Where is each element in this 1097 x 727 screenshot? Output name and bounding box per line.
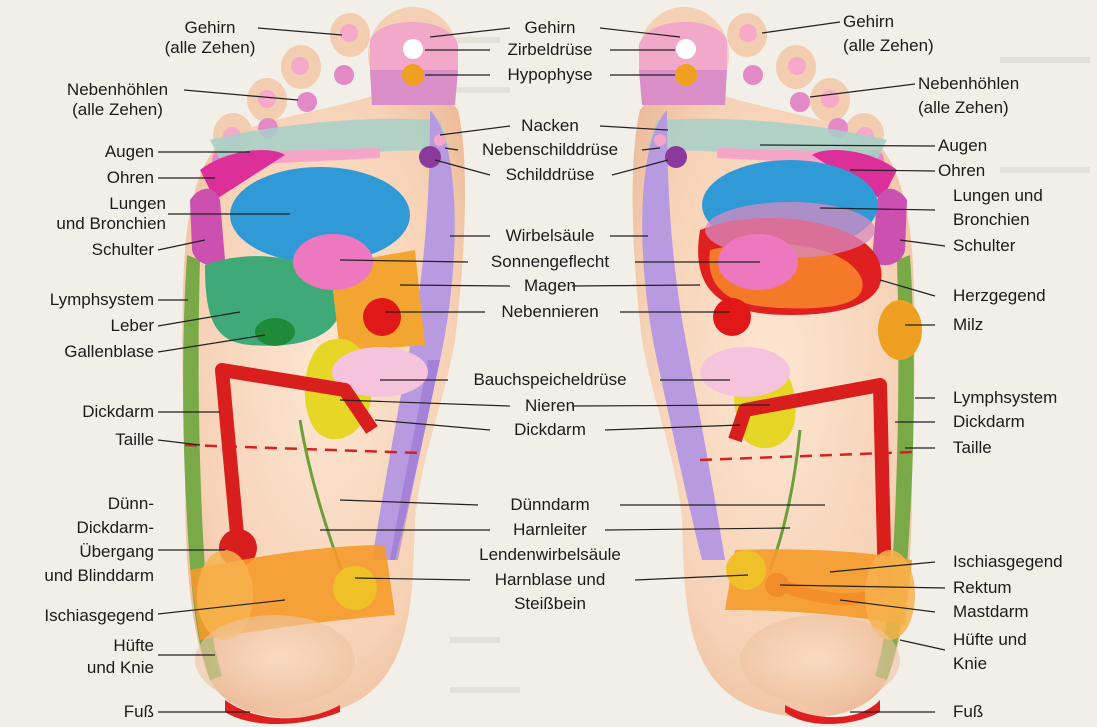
label-sciatic-left: Ischiasgegend	[0, 606, 154, 626]
label-small-intestine-center: Dünndarm	[475, 495, 625, 515]
label-ears-left: Ohren	[40, 168, 154, 188]
label-lumbar-spine-center: Lendenwirbelsäule	[445, 545, 655, 565]
label-gallbladder-left: Gallenblase	[20, 342, 154, 362]
label-spleen-right: Milz	[953, 315, 1053, 335]
label-ears-right: Ohren	[938, 161, 1058, 181]
label-heart-right: Herzgegend	[953, 286, 1093, 306]
label-neck-center: Nacken	[480, 116, 620, 136]
label-pineal-center: Zirbeldrüse	[480, 40, 620, 60]
label-solar-plexus-center: Sonnengeflecht	[460, 252, 640, 272]
label-kidneys-center: Nieren	[480, 396, 620, 416]
left-foot	[182, 7, 465, 724]
label-brain-left: Gehirn(alle Zehen)	[145, 18, 275, 58]
label-colon-left: Dickdarm	[30, 402, 154, 422]
label-brain-center: Gehirn	[480, 18, 620, 38]
label-sinuses-right: Nebenhöhlen(alle Zehen)	[918, 74, 1068, 118]
label-shoulder-right: Schulter	[953, 236, 1073, 256]
label-pituitary-center: Hypophyse	[480, 65, 620, 85]
label-liver-left: Leber	[40, 316, 154, 336]
label-colon-center: Dickdarm	[480, 420, 620, 440]
label-lymph-right: Lymphsystem	[953, 388, 1093, 408]
label-waist-right: Taille	[953, 438, 1053, 458]
label-spine-center: Wirbelsäule	[480, 226, 620, 246]
label-colon-right: Dickdarm	[953, 412, 1093, 432]
label-lymph-left: Lymphsystem	[10, 290, 154, 310]
right-foot	[633, 7, 922, 724]
label-waist-left: Taille	[40, 430, 154, 450]
label-stomach-center: Magen	[480, 276, 620, 296]
label-foot-left: Fuß	[40, 702, 154, 722]
label-anus-right: Mastdarm	[953, 602, 1073, 622]
label-brain-right: Gehirn(alle Zehen)	[843, 12, 983, 56]
label-ureter-center: Harnleiter	[480, 520, 620, 540]
label-adrenals-center: Nebennieren	[470, 302, 630, 322]
label-rectum-right: Rektum	[953, 578, 1073, 598]
label-parathyroid-center: Nebenschilddrüse	[455, 140, 645, 160]
label-foot-right: Fuß	[953, 702, 1053, 722]
label-sciatic-right: Ischiasgegend	[953, 552, 1093, 572]
label-shoulder-left: Schulter	[40, 240, 154, 260]
label-eyes-right: Augen	[938, 136, 1058, 156]
label-thyroid-center: Schilddrüse	[480, 165, 620, 185]
label-sinuses-left: Nebenhöhlen(alle Zehen)	[50, 80, 185, 120]
label-pancreas-center: Bauchspeicheldrüse	[440, 370, 660, 390]
label-eyes-left: Augen	[40, 142, 154, 162]
